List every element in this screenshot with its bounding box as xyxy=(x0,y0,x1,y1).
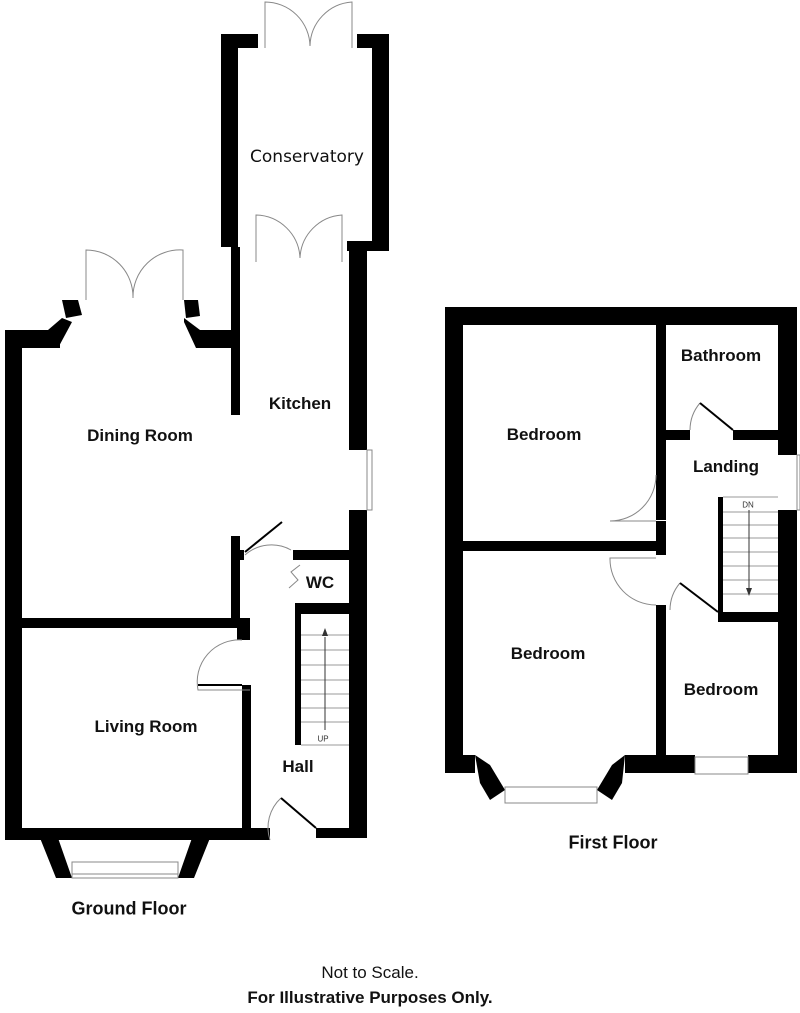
room-label-bedroom-1: Bedroom xyxy=(506,425,582,444)
stairs-down-label: DN xyxy=(742,500,754,510)
room-label-living-room: Living Room xyxy=(94,717,198,736)
room-label-hall: Hall xyxy=(282,757,314,776)
room-label-bedroom-2: Bedroom xyxy=(510,644,586,663)
room-label-bathroom: Bathroom xyxy=(680,346,762,365)
scale-note: Not to Scale. xyxy=(321,963,419,982)
room-label-landing: Landing xyxy=(692,457,760,476)
stairs-up-label: UP xyxy=(317,734,329,744)
room-label-kitchen: Kitchen xyxy=(268,394,332,413)
first-floor-walls xyxy=(445,307,797,800)
room-label-bedroom-3: Bedroom xyxy=(683,680,759,699)
room-label-conservatory: Conservatory xyxy=(250,147,364,167)
disclaimer: For Illustrative Purposes Only. xyxy=(247,988,493,1007)
ground-floor-walls xyxy=(5,34,389,878)
room-label-dining-room: Dining Room xyxy=(87,426,193,445)
ground-floor-fixtures xyxy=(71,1,373,879)
first-floor-title: First Floor xyxy=(568,832,658,853)
room-label-wc: WC xyxy=(305,573,335,592)
ground-floor-title: Ground Floor xyxy=(71,898,187,919)
